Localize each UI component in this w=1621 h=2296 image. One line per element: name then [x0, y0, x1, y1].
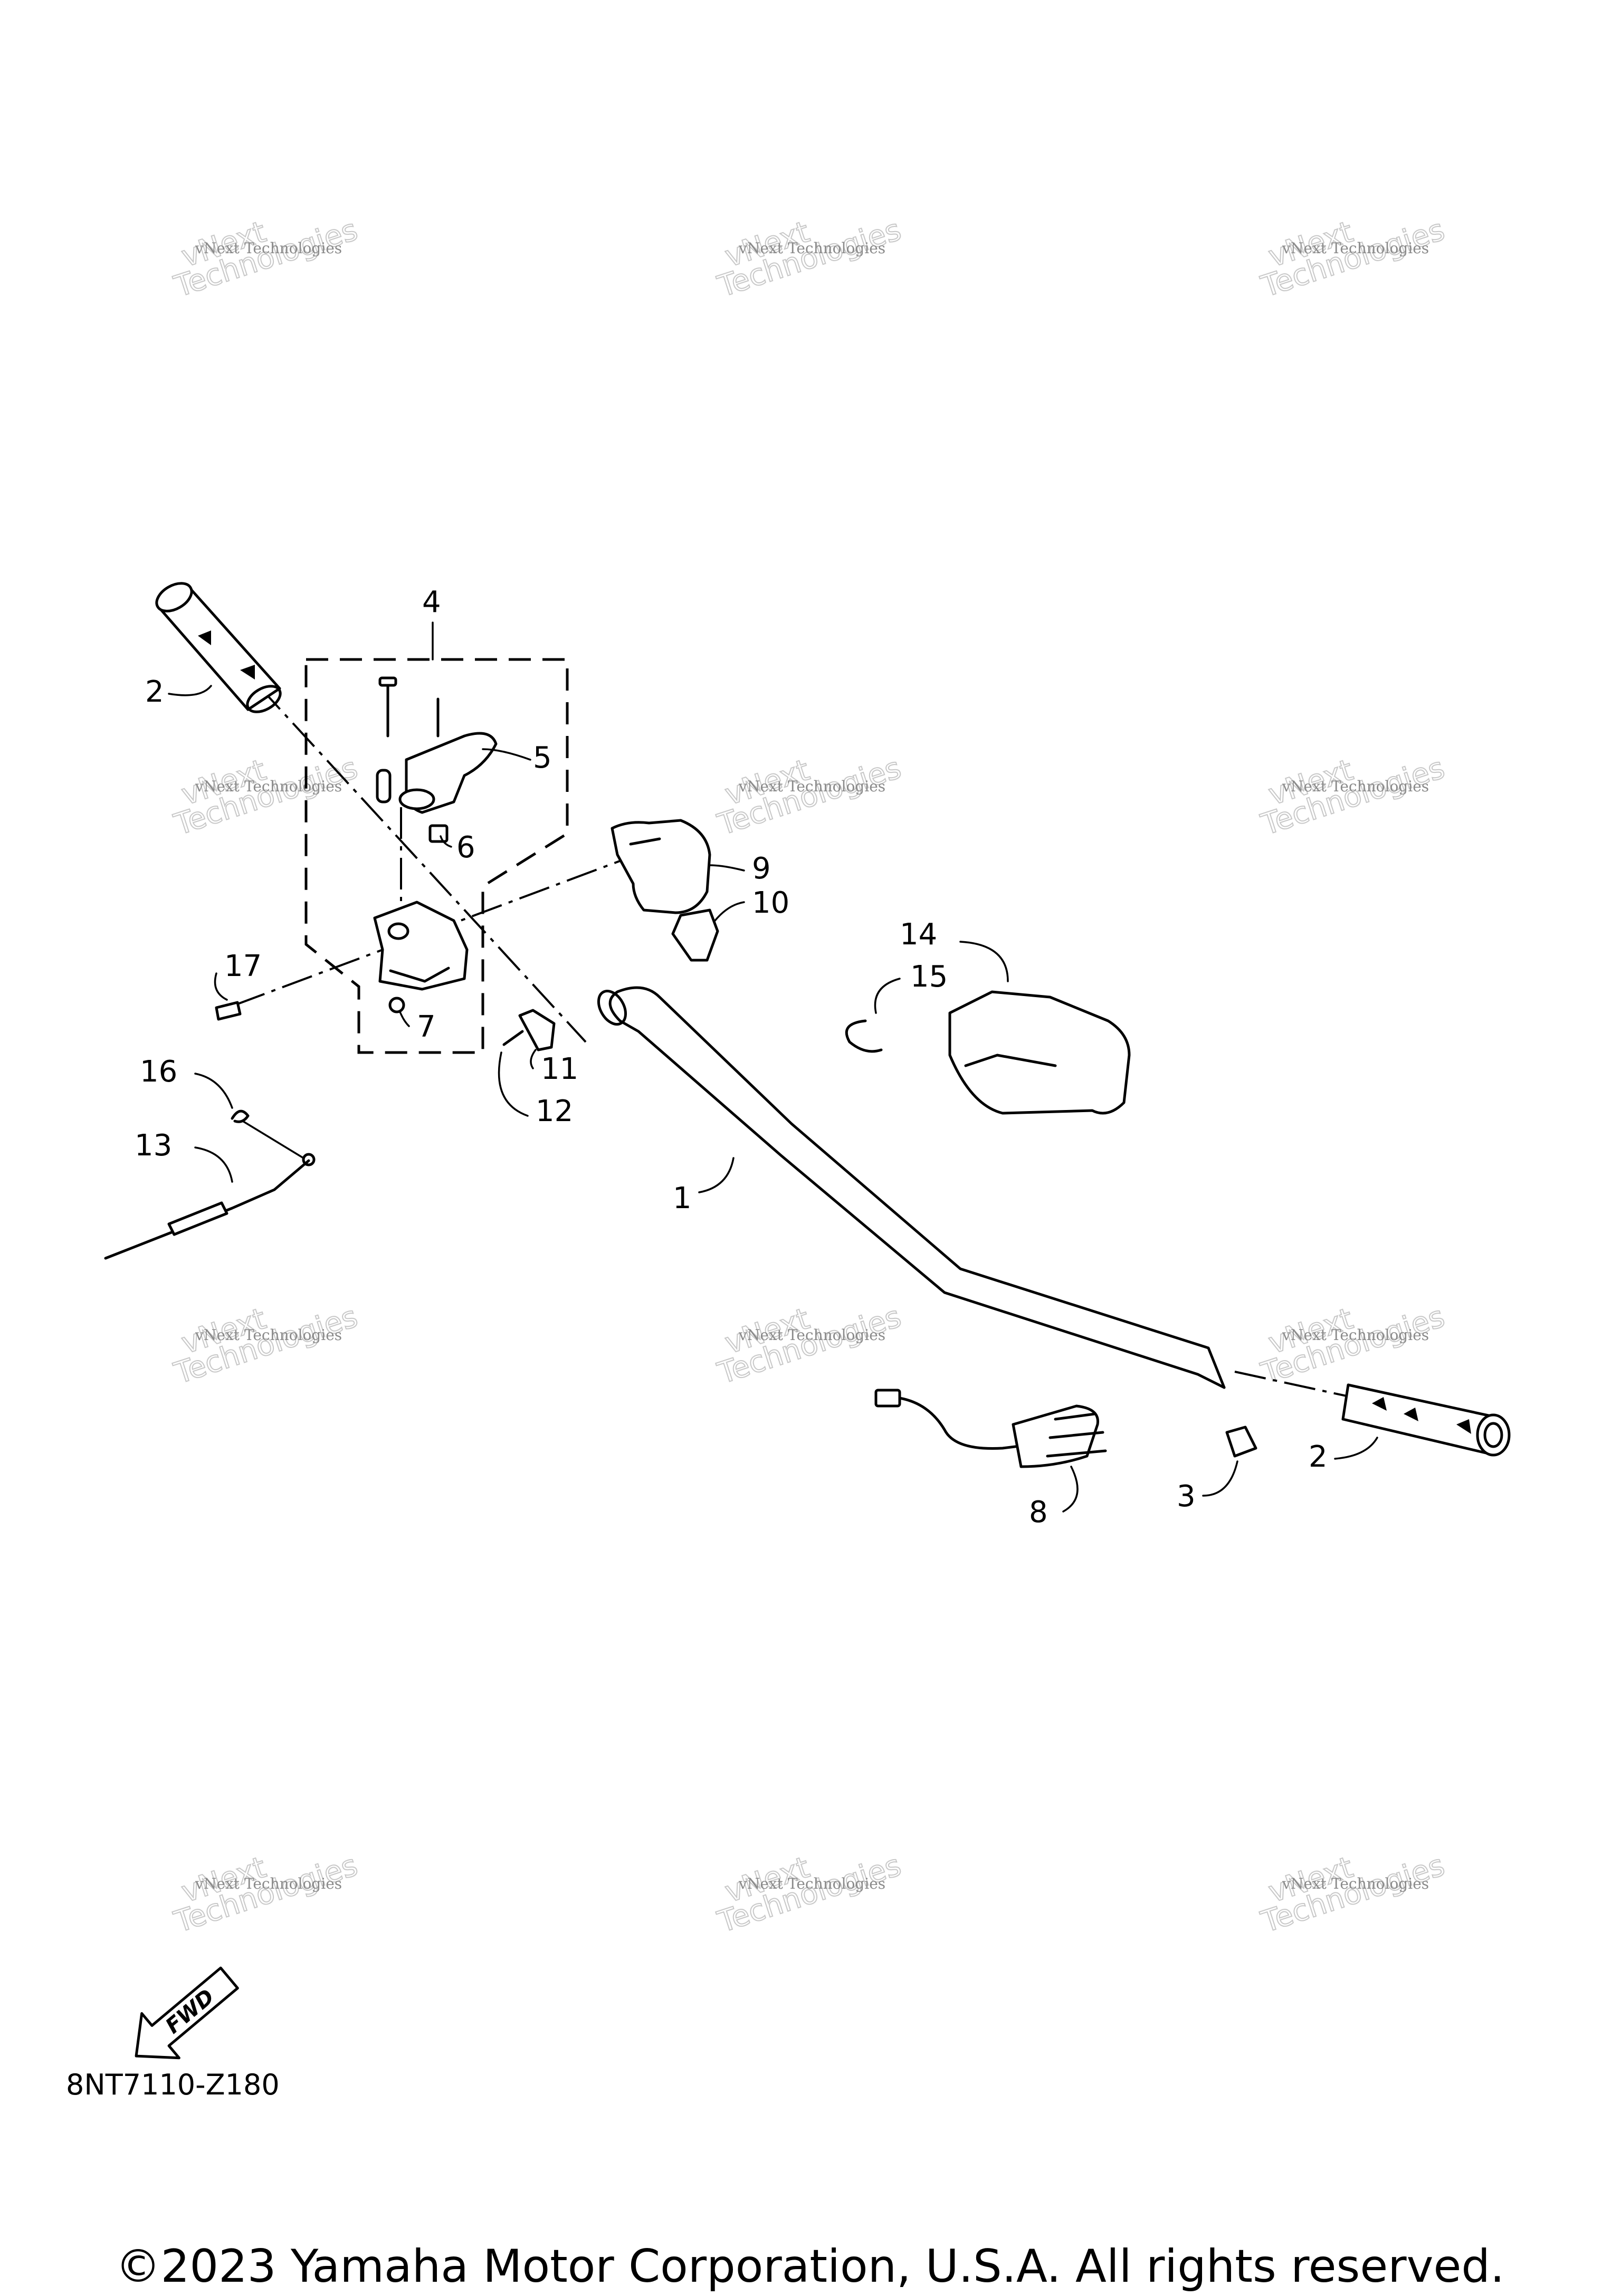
leader-9	[709, 864, 745, 872]
watermark-text: vNext Technologies	[738, 778, 885, 795]
callout-2-right: 2	[1309, 1440, 1328, 1474]
watermark-text: vNext Technologies	[738, 1326, 885, 1344]
watermark-text: vNext Technologies	[195, 778, 342, 795]
leader-2-left	[168, 685, 212, 696]
callout-15: 15	[910, 960, 948, 994]
watermark-text: vNext Technologies	[195, 240, 342, 257]
watermark-text: vNext Technologies	[195, 1326, 342, 1344]
leader-15	[874, 978, 901, 1014]
circlip	[845, 1019, 883, 1053]
callout-17: 17	[224, 949, 262, 983]
callout-1: 1	[673, 1181, 692, 1216]
assembly-4-outline	[304, 658, 569, 1054]
callout-2-left: 2	[145, 675, 164, 709]
watermark-text: vNext Technologies	[195, 1875, 342, 1892]
leader-13	[194, 1146, 233, 1183]
drawing-code: 8NT7110-Z180	[66, 2068, 280, 2101]
watermark-text: vNext Technologies	[1282, 1326, 1429, 1344]
switch-cover	[611, 819, 711, 914]
leader-3	[1202, 1460, 1238, 1497]
callout-14: 14	[900, 917, 937, 952]
callout-11: 11	[541, 1052, 578, 1086]
callout-4: 4	[422, 585, 441, 619]
axis-line-left-grip	[258, 685, 587, 1043]
callout-9: 9	[752, 852, 771, 886]
callout-3: 3	[1177, 1479, 1196, 1514]
callout-12: 12	[536, 1094, 573, 1128]
bar-end-cap	[1225, 1426, 1257, 1458]
leader-16	[194, 1073, 233, 1109]
fwd-arrow-icon: FWD	[135, 1966, 239, 2060]
watermark-text: vNext Technologies	[1282, 240, 1429, 257]
axis-line-right-grip	[1234, 1371, 1357, 1399]
callout-10: 10	[752, 886, 789, 920]
callout-13: 13	[135, 1128, 172, 1163]
copyright: ©2023 Yamaha Motor Corporation, U.S.A. A…	[116, 2240, 1505, 2293]
leader-17	[214, 972, 228, 1001]
leader-5	[482, 748, 531, 761]
watermark-text: vNext Technologies	[1282, 1875, 1429, 1892]
callout-7: 7	[417, 1010, 436, 1044]
callout-6: 6	[456, 830, 475, 865]
bolt	[215, 1001, 242, 1021]
callout-16: 16	[140, 1055, 177, 1089]
watermark-text: vNext Technologies	[1282, 778, 1429, 795]
wire-clip	[502, 1009, 556, 1051]
watermark-text: vNext Technologies	[738, 240, 885, 257]
grip-heater-harness	[874, 1389, 1107, 1468]
leader-14	[959, 941, 1009, 982]
throttle-housing	[373, 901, 469, 1013]
callout-5: 5	[533, 741, 552, 775]
leader-11	[530, 1049, 537, 1069]
handlebar	[597, 986, 1226, 1389]
throttle-cable	[104, 1109, 316, 1260]
hand-guard	[948, 990, 1131, 1115]
leader-1	[698, 1157, 735, 1193]
left-grip	[155, 582, 282, 713]
callout-8: 8	[1029, 1495, 1048, 1529]
leader-6	[440, 835, 452, 848]
throttle-lever	[376, 676, 498, 843]
leader-8	[1062, 1466, 1079, 1513]
leader-12	[498, 1051, 529, 1117]
watermark-text: vNext Technologies	[738, 1875, 885, 1892]
right-grip	[1341, 1383, 1511, 1457]
switch-part	[671, 908, 719, 962]
leader-10	[714, 901, 745, 922]
leader-7	[399, 1011, 410, 1027]
leader-2-right	[1334, 1437, 1378, 1460]
